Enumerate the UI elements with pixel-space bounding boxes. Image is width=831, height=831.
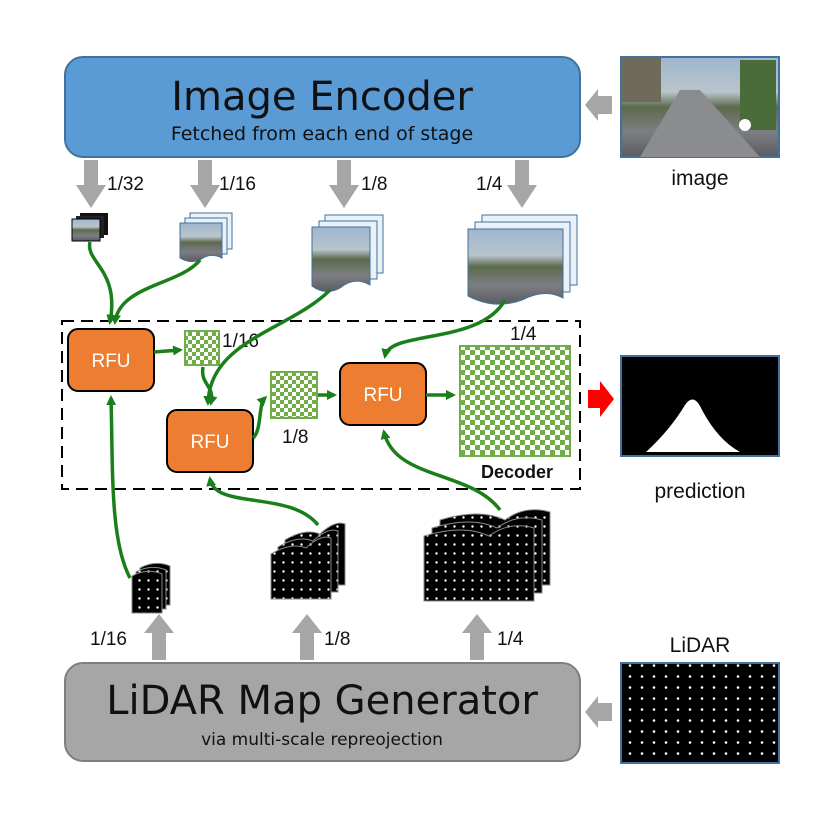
lidar-scale-1: 1/16 — [90, 629, 127, 650]
fused-map-1-4 — [459, 345, 571, 457]
input-image — [620, 56, 780, 158]
lidar-scale-3: 1/4 — [497, 629, 524, 650]
fusion-scale-1: 1/16 — [222, 331, 259, 352]
lidar-input-arrows — [144, 614, 492, 660]
rfu-label-1: RFU — [91, 351, 130, 372]
fusion-scale-3: 1/4 — [510, 324, 537, 345]
prediction-image — [620, 355, 780, 457]
rfu-block-2: RFU — [166, 409, 254, 473]
feature-stack-1-16 — [179, 212, 233, 263]
lidar-generator-subtitle: via multi-scale repreojection — [201, 730, 443, 750]
decoder-label: Decoder — [481, 462, 553, 482]
feature-stack-1-8 — [311, 214, 384, 292]
rfu-label-3: RFU — [363, 385, 402, 406]
encoder-scale-2: 1/16 — [219, 174, 256, 195]
lidar-stack-1-4 — [423, 509, 551, 602]
lidar-stack-1-16 — [131, 562, 171, 614]
lidar-label: LiDAR — [670, 634, 731, 657]
feature-stack-1-4 — [467, 214, 578, 305]
rfu-block-3: RFU — [339, 362, 427, 426]
lidar-generator-title: LiDAR Map Generator — [106, 678, 538, 724]
encoder-output-arrows — [76, 160, 537, 208]
encoder-scale-1: 1/32 — [107, 174, 144, 195]
rfu-label-2: RFU — [190, 432, 229, 453]
lidar-to-generator-arrow — [585, 696, 612, 728]
lidar-scale-2: 1/8 — [324, 629, 350, 650]
fusion-scale-2: 1/8 — [282, 427, 308, 448]
image-encoder-block: Image Encoder Fetched from each end of s… — [64, 56, 581, 158]
red-output-arrow — [588, 381, 614, 417]
fused-map-1-16 — [184, 330, 220, 366]
image-label: image — [671, 167, 728, 190]
prediction-label: prediction — [654, 480, 745, 503]
fused-map-1-8 — [270, 371, 318, 419]
image-encoder-title: Image Encoder — [171, 74, 473, 120]
encoder-scale-4: 1/4 — [476, 174, 503, 195]
lidar-input-image — [620, 662, 780, 764]
lidar-stack-1-8 — [270, 522, 346, 600]
green-flow-arrows — [87, 241, 507, 579]
fusion-region — [61, 320, 581, 490]
feature-stack-1-32 — [71, 213, 108, 242]
encoder-scale-3: 1/8 — [361, 174, 387, 195]
lidar-map-generator-block: LiDAR Map Generator via multi-scale repr… — [64, 662, 581, 762]
image-encoder-subtitle: Fetched from each end of stage — [171, 123, 473, 145]
image-to-encoder-arrow — [585, 89, 612, 121]
rfu-block-1: RFU — [67, 328, 155, 392]
